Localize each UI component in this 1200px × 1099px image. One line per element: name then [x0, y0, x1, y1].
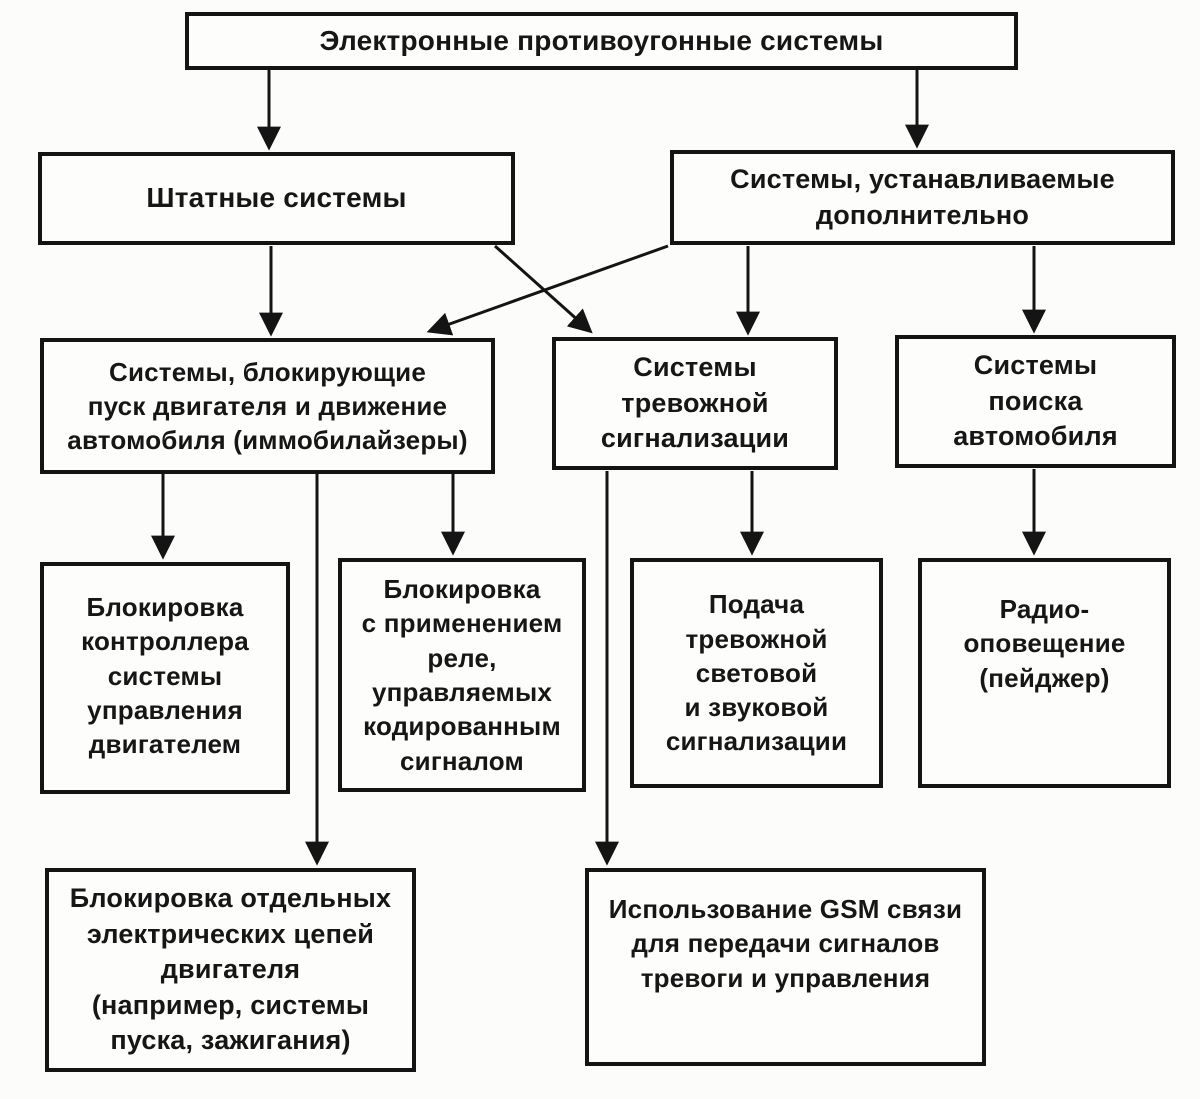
node-immobilizer-systems-label: Системы, блокирующие пуск двигателя и дв… [67, 356, 468, 456]
node-circuit-blocking: Блокировка отдельных электрических цепей… [45, 868, 416, 1072]
node-electronic-antitheft-systems-label: Электронные противоугонные системы [319, 24, 884, 56]
node-vehicle-search-systems: Системы поиска автомобиля [895, 335, 1176, 468]
node-alarm-systems: Системы тревожной сигнализации [552, 337, 838, 470]
node-circuit-blocking-label: Блокировка отдельных электрических цепей… [69, 882, 392, 1056]
arrow-additional-to-immobilizers [426, 244, 669, 336]
node-additionally-installed-systems-label: Системы, устанавливаемые дополнительно [730, 163, 1115, 230]
node-controller-blocking: Блокировка контроллера системы управлени… [40, 562, 290, 794]
node-gsm-communication-label: Использование GSM связи для передачи сиг… [608, 894, 963, 993]
node-immobilizer-systems: Системы, блокирующие пуск двигателя и дв… [40, 338, 495, 474]
node-alarm-systems-label: Системы тревожной сигнализации [600, 352, 790, 454]
node-electronic-antitheft-systems: Электронные противоугонные системы [185, 12, 1018, 70]
node-radio-pager-label: Радио- оповещение (пейджер) [963, 594, 1126, 693]
node-additionally-installed-systems: Системы, устанавливаемые дополнительно [670, 150, 1175, 245]
node-radio-pager: Радио- оповещение (пейджер) [918, 558, 1171, 788]
node-light-sound-alarm: Подача тревожной световой и звуковой сиг… [630, 558, 883, 788]
node-controller-blocking-label: Блокировка контроллера системы управлени… [81, 592, 249, 760]
node-regular-systems-label: Штатные системы [146, 182, 407, 214]
node-light-sound-alarm-label: Подача тревожной световой и звуковой сиг… [665, 589, 848, 757]
node-relay-blocking-label: Блокировка с применением реле, управляем… [361, 574, 563, 776]
node-vehicle-search-systems-label: Системы поиска автомобиля [953, 350, 1118, 452]
node-relay-blocking: Блокировка с применением реле, управляем… [338, 558, 586, 792]
node-regular-systems: Штатные системы [38, 152, 515, 245]
node-gsm-communication: Использование GSM связи для передачи сиг… [585, 868, 986, 1066]
arrow-regular-to-alarm-systems [493, 244, 593, 334]
